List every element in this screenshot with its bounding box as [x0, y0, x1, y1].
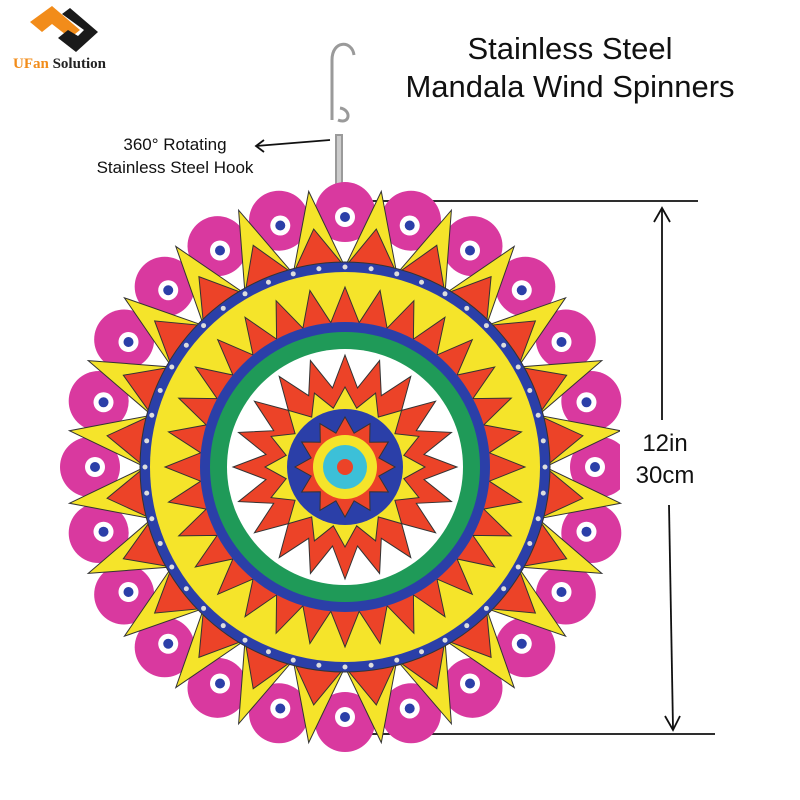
hook-annotation-line-1: 360° Rotating	[123, 135, 227, 154]
title-line-1: Stainless Steel	[467, 31, 673, 66]
rivet	[464, 623, 470, 629]
brand-name: UFan Solution	[13, 56, 106, 73]
eye-pupil	[123, 337, 134, 347]
eye-pupil	[98, 526, 109, 537]
rivet	[442, 291, 448, 297]
eye-pupil	[90, 462, 100, 472]
rivet	[368, 662, 374, 668]
rivet	[394, 271, 400, 277]
rivet	[169, 564, 175, 570]
dimension-inches: 12in	[642, 430, 688, 457]
eye-pupil	[98, 397, 109, 408]
rivet	[183, 342, 189, 348]
rivet	[265, 279, 271, 285]
brand-first: UFan	[13, 56, 49, 72]
eye-pupil	[465, 678, 475, 689]
rivet	[540, 490, 546, 496]
rivet	[201, 323, 207, 329]
rivet	[419, 649, 425, 655]
eye-pupil	[556, 337, 567, 347]
hook-arrow	[254, 139, 331, 153]
rivet	[316, 662, 322, 668]
rivet	[157, 387, 163, 393]
eye-pupil	[275, 220, 286, 231]
rivet	[368, 266, 374, 272]
rivet	[535, 412, 541, 418]
rivet	[144, 438, 150, 444]
eye-pupil	[123, 587, 134, 597]
rivet	[220, 623, 226, 629]
rivet	[142, 464, 148, 470]
rivet	[442, 637, 448, 643]
rivet	[183, 586, 189, 592]
rivet	[290, 657, 296, 663]
rivet	[316, 266, 322, 272]
eye-pupil	[581, 397, 592, 408]
title-line-2: Mandala Wind Spinners	[405, 69, 735, 104]
rivet	[149, 412, 155, 418]
hook-annotation: 360° Rotating Stainless Steel Hook	[70, 133, 280, 179]
rivet	[515, 364, 521, 370]
eye-pupil	[215, 678, 225, 689]
eye-pupil	[516, 285, 527, 296]
logo-mark-icon	[30, 6, 98, 52]
rivet	[515, 564, 521, 570]
eye-pupil	[275, 703, 286, 714]
rivet	[144, 490, 150, 496]
eye-pupil	[556, 587, 567, 597]
dimension-label: 12in 30cm	[620, 428, 710, 492]
eye-pupil	[163, 285, 174, 296]
rivet	[342, 664, 348, 670]
hook-annotation-line-2: Stainless Steel Hook	[96, 158, 254, 177]
brand-second: Solution	[52, 56, 106, 72]
rivet	[483, 605, 489, 611]
rivet	[501, 342, 507, 348]
rivet	[149, 516, 155, 522]
rivet	[419, 279, 425, 285]
rivet	[394, 657, 400, 663]
rivet	[527, 387, 533, 393]
eye-pupil	[215, 245, 225, 256]
mandala-spinner	[60, 182, 630, 752]
rivet	[542, 464, 548, 470]
rivet	[169, 364, 175, 370]
rivet	[342, 264, 348, 270]
rivet	[540, 438, 546, 444]
brand-logo: UFan Solution	[8, 4, 128, 74]
eye-pupil	[340, 212, 350, 222]
page-title: Stainless Steel Mandala Wind Spinners	[360, 30, 780, 106]
rivet	[501, 586, 507, 592]
rivet	[157, 541, 163, 547]
rivet	[483, 323, 489, 329]
eye-pupil	[516, 638, 527, 649]
rivet	[464, 305, 470, 311]
eye-pupil	[404, 220, 415, 231]
eye-pupil	[465, 245, 475, 256]
eye-pupil	[163, 638, 174, 649]
rivet	[220, 305, 226, 311]
rivet	[242, 637, 248, 643]
dimension-cm: 30cm	[635, 462, 695, 489]
rivet	[535, 516, 541, 522]
eye-pupil	[581, 526, 592, 537]
eye-pupil	[340, 712, 350, 722]
rivet	[290, 271, 296, 277]
rivet	[527, 541, 533, 547]
rivet	[242, 291, 248, 297]
center-dot	[337, 459, 353, 475]
eye-pupil	[590, 462, 600, 472]
eye-pupil	[404, 703, 415, 714]
rivet	[201, 605, 207, 611]
rivet	[265, 649, 271, 655]
